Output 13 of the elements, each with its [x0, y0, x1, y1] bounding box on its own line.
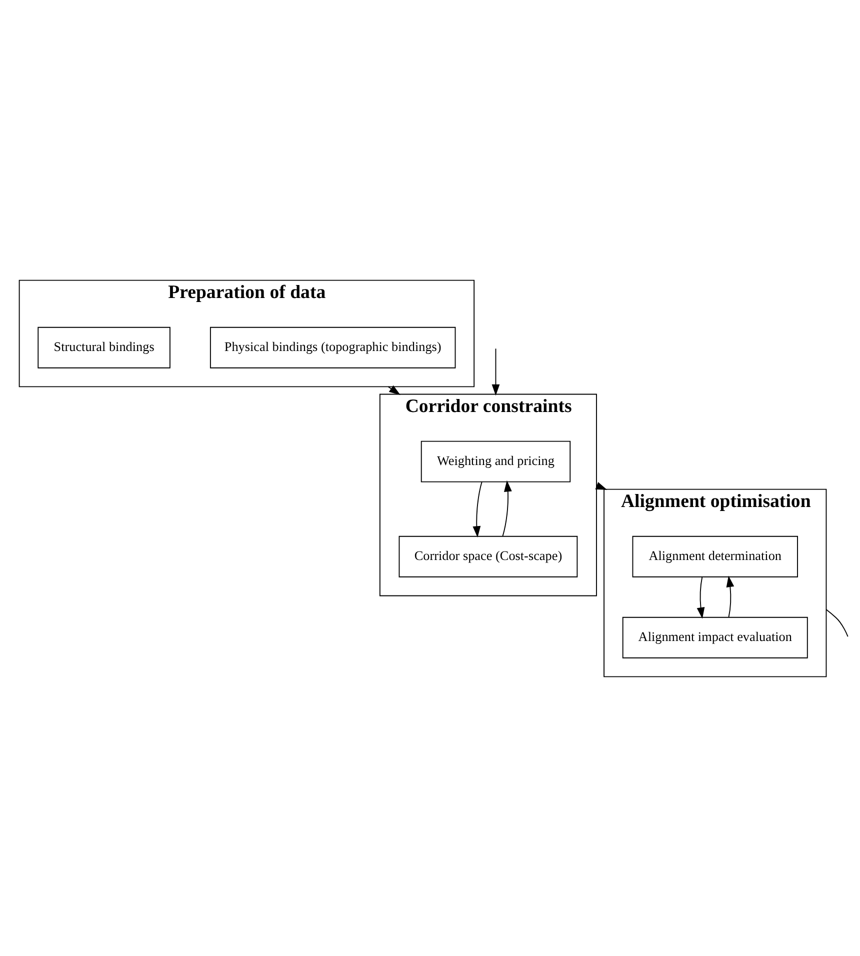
- arrow: [726, 575, 734, 618]
- node-box: Weighting and pricing: [420, 440, 571, 482]
- node-box: Structural bindings: [38, 326, 170, 368]
- arrow: [502, 480, 512, 536]
- node-box: Physical bindings (topographic bindings): [210, 326, 456, 368]
- arrow: [472, 480, 482, 538]
- arrow: [388, 384, 400, 395]
- node-box: Alignment impact evaluation: [622, 616, 808, 658]
- node-box: Corridor space (Cost-scape): [398, 535, 578, 577]
- node-box: Alignment determination: [632, 535, 798, 577]
- arrow: [696, 576, 705, 618]
- arrow: [492, 348, 500, 396]
- connector: [826, 608, 848, 637]
